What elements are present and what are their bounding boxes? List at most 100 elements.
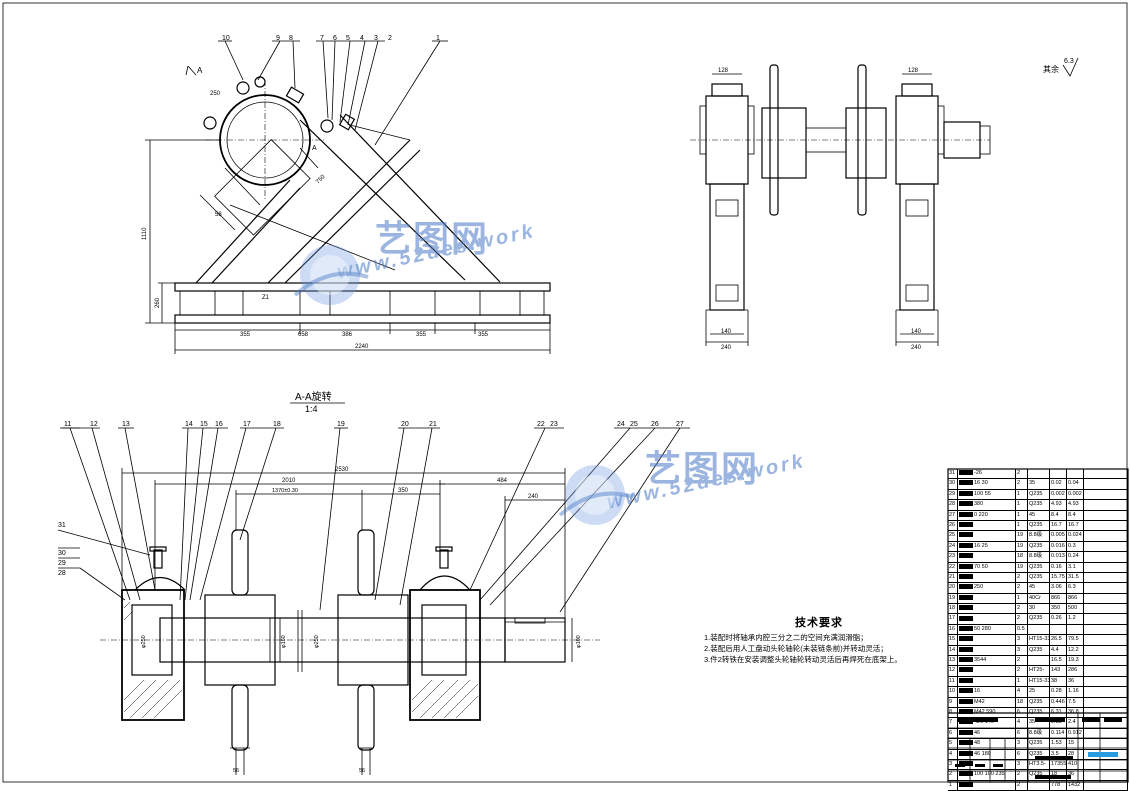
bom-cell: 1.2 bbox=[1067, 614, 1084, 624]
bom-cell: 46 180 bbox=[958, 749, 1016, 759]
bom-cell: 1.16 bbox=[1067, 687, 1084, 697]
bom-cell: 0.58 bbox=[1050, 718, 1067, 728]
bom-cell: 2 bbox=[1016, 604, 1028, 614]
bom-cell: 1 bbox=[1016, 510, 1028, 520]
bom-cell: 16.7 bbox=[1050, 520, 1067, 531]
bom-cell bbox=[1084, 510, 1128, 520]
callout-25: 25 bbox=[630, 421, 638, 428]
bom-cell: 29 bbox=[948, 489, 958, 500]
bom-cell bbox=[958, 520, 1016, 531]
bom-cell: 410 bbox=[1067, 759, 1084, 770]
bom-cell bbox=[1084, 687, 1128, 697]
bom-cell bbox=[958, 635, 1016, 645]
callout-7: 7 bbox=[320, 35, 324, 42]
callout-6: 6 bbox=[333, 35, 337, 42]
bom-cell bbox=[1028, 656, 1050, 666]
bom-cell bbox=[1084, 718, 1128, 728]
bom-cell: 8.8级 bbox=[1028, 552, 1050, 562]
callout-1: 1 bbox=[436, 35, 440, 42]
bom-cell: 12.2 bbox=[1067, 645, 1084, 656]
bom-cell: 20 bbox=[948, 583, 958, 593]
bom-cell: 15 bbox=[1067, 739, 1084, 749]
callout-30: 30 bbox=[58, 550, 66, 557]
bom-cell: 7 bbox=[948, 718, 958, 728]
bom-cell: 1 bbox=[1016, 500, 1028, 510]
bom-cell bbox=[1084, 541, 1128, 552]
svg-text:A: A bbox=[312, 145, 317, 152]
bom-cell: 16.7 bbox=[1067, 520, 1084, 531]
bom-cell: 100 100 235 bbox=[958, 770, 1016, 780]
section-title: A-A旋转 bbox=[295, 390, 332, 403]
bom-cell: 3 bbox=[1016, 645, 1028, 656]
bom-cell: 38 bbox=[1050, 676, 1067, 687]
bom-cell bbox=[1084, 489, 1128, 500]
callout-17: 17 bbox=[243, 421, 251, 428]
bom-cell bbox=[1084, 593, 1128, 604]
bom-cell bbox=[958, 780, 1016, 791]
callout-2: 2 bbox=[388, 35, 392, 42]
technical-requirements: 技术要求 1.装配时将轴承内腔三分之二的空间充满润滑脂； 2.装配后用人工盘动头… bbox=[704, 618, 934, 665]
bom-cell bbox=[1084, 707, 1128, 718]
bom-cell bbox=[1084, 531, 1128, 541]
bom-cell: 8.8级 bbox=[1028, 728, 1050, 739]
bom-cell bbox=[1084, 562, 1128, 572]
callout-10: 10 bbox=[222, 35, 230, 42]
bom-cell: 9 bbox=[948, 697, 958, 707]
bom-cell: 4 bbox=[1016, 718, 1028, 728]
bom-cell: 2 bbox=[1016, 614, 1028, 624]
callout-12: 12 bbox=[90, 421, 98, 428]
bom-cell: 0.02 bbox=[1050, 479, 1067, 489]
bom-cell: 17355 bbox=[1050, 759, 1067, 770]
dim-seg2: 658 bbox=[298, 332, 309, 338]
callout-15: 15 bbox=[200, 421, 208, 428]
bom-cell: 40Cr bbox=[1028, 593, 1050, 604]
callout-14: 14 bbox=[185, 421, 193, 428]
callout-3: 3 bbox=[374, 35, 378, 42]
bom-cell: 19 bbox=[948, 593, 958, 604]
bom-cell: 36 bbox=[1067, 770, 1084, 780]
bom-cell bbox=[1084, 749, 1128, 759]
bom-cell: 3 bbox=[948, 759, 958, 770]
bom-cell: 0.002 bbox=[1050, 489, 1067, 500]
bom-cell: 380 bbox=[958, 500, 1016, 510]
callout-16: 16 bbox=[215, 421, 223, 428]
bom-cell: 22 bbox=[948, 562, 958, 572]
callout-27: 27 bbox=[676, 421, 684, 428]
bom-cell: 0.28 bbox=[1050, 687, 1067, 697]
bom-cell bbox=[1084, 572, 1128, 583]
bom-cell: 286 bbox=[1067, 666, 1084, 676]
svg-text:750: 750 bbox=[315, 174, 327, 186]
bom-cell: 23 bbox=[948, 552, 958, 562]
bom-cell: 778 bbox=[1050, 780, 1067, 791]
bom-cell: 350 bbox=[1050, 604, 1067, 614]
bom-cell bbox=[1084, 759, 1128, 770]
title-block-accent bbox=[1088, 752, 1118, 757]
bom-cell bbox=[1084, 479, 1128, 489]
side-view: 128 128 140 240 140 240 其余 6.3 bbox=[690, 57, 1079, 351]
bom-cell: 36.8 bbox=[1067, 707, 1084, 718]
bom-cell: Q235 bbox=[1028, 541, 1050, 552]
section-view: A-A旋转 1:4 bbox=[57, 390, 690, 775]
bom-cell: 2 bbox=[1016, 780, 1028, 791]
bom-cell: 4 bbox=[948, 749, 958, 759]
bom-cell: Q235 bbox=[1028, 770, 1050, 780]
bom-cell: 16 bbox=[948, 624, 958, 635]
bom-cell: 0.013 bbox=[1050, 552, 1067, 562]
bom-cell bbox=[1084, 604, 1128, 614]
bom-cell: 21 bbox=[948, 572, 958, 583]
svg-text:250: 250 bbox=[210, 91, 221, 97]
bom-cell: 3 bbox=[1016, 739, 1028, 749]
bom-cell bbox=[1067, 469, 1084, 479]
bom-cell: 14 bbox=[948, 645, 958, 656]
bom-cell: 16 bbox=[958, 687, 1016, 697]
bom-cell: 2 bbox=[948, 770, 958, 780]
bom-cell: 18 bbox=[1050, 770, 1067, 780]
dim-seg5: 355 bbox=[478, 332, 489, 338]
bom-cell bbox=[1084, 666, 1128, 676]
bom-cell: 0.24 bbox=[1067, 552, 1084, 562]
